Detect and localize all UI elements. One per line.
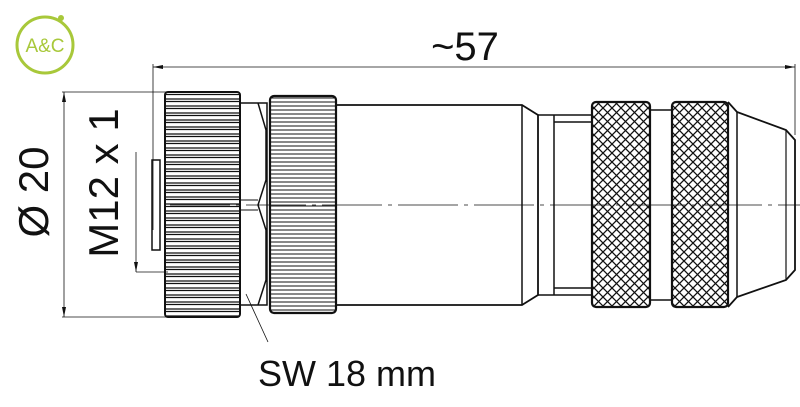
thread-dimension: M12 x 1 (80, 108, 168, 273)
length-label: ~57 (431, 25, 499, 69)
wrench-size-callout: SW 18 mm (245, 293, 436, 394)
thread-label: M12 x 1 (80, 108, 127, 257)
logo-text: A&C (25, 36, 64, 57)
diameter-label: Ø 20 (10, 146, 57, 237)
logo: A&C (15, 15, 75, 75)
length-dimension: ~57 (152, 25, 796, 230)
diameter-dimension: Ø 20 (10, 91, 170, 318)
connector-body (151, 91, 800, 318)
wrench-size-label: SW 18 mm (258, 353, 436, 394)
